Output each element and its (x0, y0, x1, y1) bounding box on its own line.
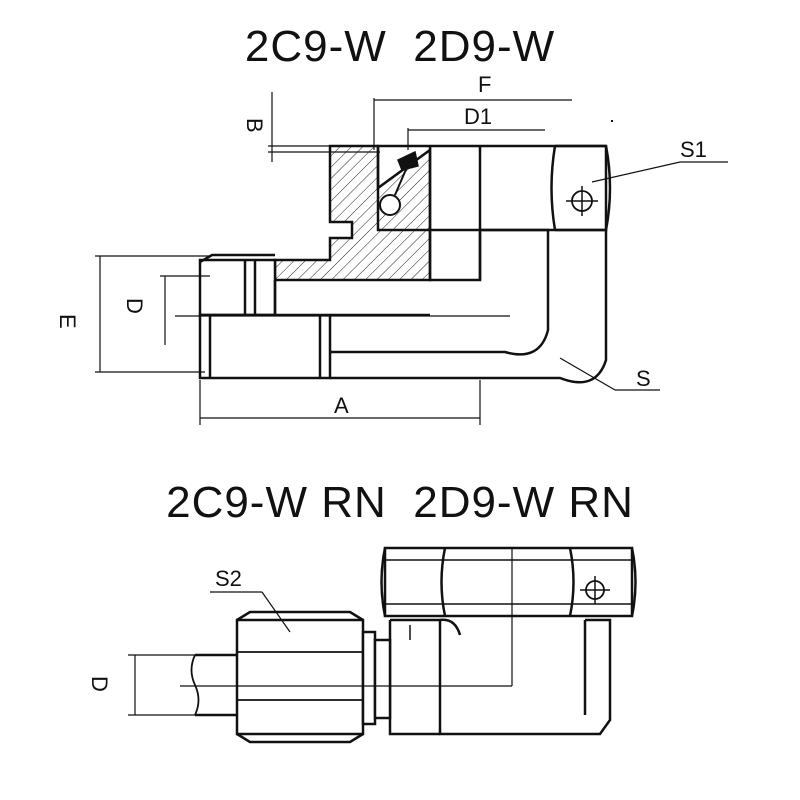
nut-s1-curve-right (604, 145, 612, 231)
label-D-top: D (122, 298, 147, 314)
stud-body (198, 313, 332, 380)
label-D-bottom: D (87, 676, 112, 692)
top-fitting (198, 144, 612, 384)
o-ring-ball (379, 194, 401, 216)
elbow-body-bottom (390, 618, 612, 736)
seal-ring (397, 150, 419, 171)
label-S1: S1 (680, 137, 707, 162)
label-S2: S2 (215, 566, 242, 591)
label-S: S (636, 366, 651, 391)
title-top: 2C9-W 2D9-W (244, 22, 556, 71)
bottom-dimensions (128, 548, 513, 716)
label-B: B (242, 118, 267, 133)
tube-break (190, 654, 200, 716)
title-bottom: 2C9-W RN 2D9-W RN (166, 478, 634, 527)
nut-s1-curve-left (550, 145, 557, 231)
label-A: A (334, 393, 349, 418)
elbow-inner (330, 228, 550, 356)
bottom-fitting (190, 546, 637, 744)
label-E: E (55, 314, 80, 329)
label-F: F (478, 72, 491, 97)
top-dimensions (95, 92, 728, 425)
label-D1: D1 (464, 104, 492, 129)
stud-thread (198, 258, 277, 317)
elbow-outer (330, 230, 608, 384)
nut-s2 (235, 618, 365, 736)
